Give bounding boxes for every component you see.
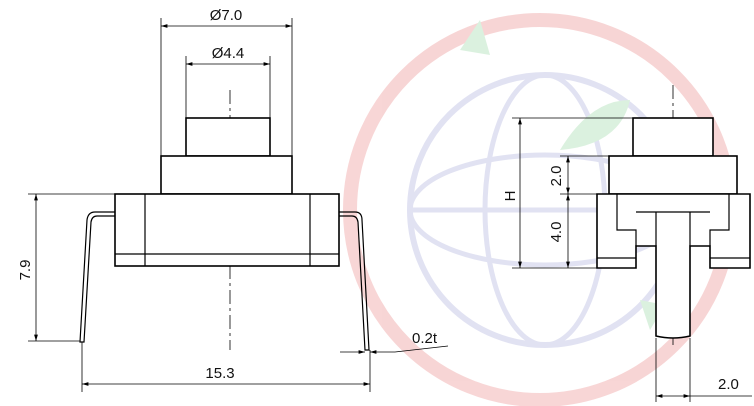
side-base [596,193,751,339]
front-base [114,193,340,267]
dim-inner-diameter: Ø4.4 [212,45,245,62]
side-view: H 2.0 4.0 2.0 [502,85,752,402]
front-view: Ø7.0 Ø4.4 7.9 15.3 0.2t [17,7,449,392]
dim-base: 4.0 [548,222,565,243]
dim-width: 15.3 [205,365,234,382]
dim-outer-diameter: Ø7.0 [210,7,243,24]
front-plunger [185,117,271,157]
side-collar [608,155,738,195]
dim-total-height: H [502,191,519,202]
right-terminal [339,211,370,351]
dim-step: 2.0 [548,166,565,187]
dim-height: 7.9 [17,260,34,281]
watermark-leaf [560,100,630,150]
dim-thickness: 0.2t [412,330,438,347]
front-collar [160,155,293,195]
left-terminal [79,211,115,343]
side-plunger [632,117,714,157]
dim-pin: 2.0 [718,376,739,393]
